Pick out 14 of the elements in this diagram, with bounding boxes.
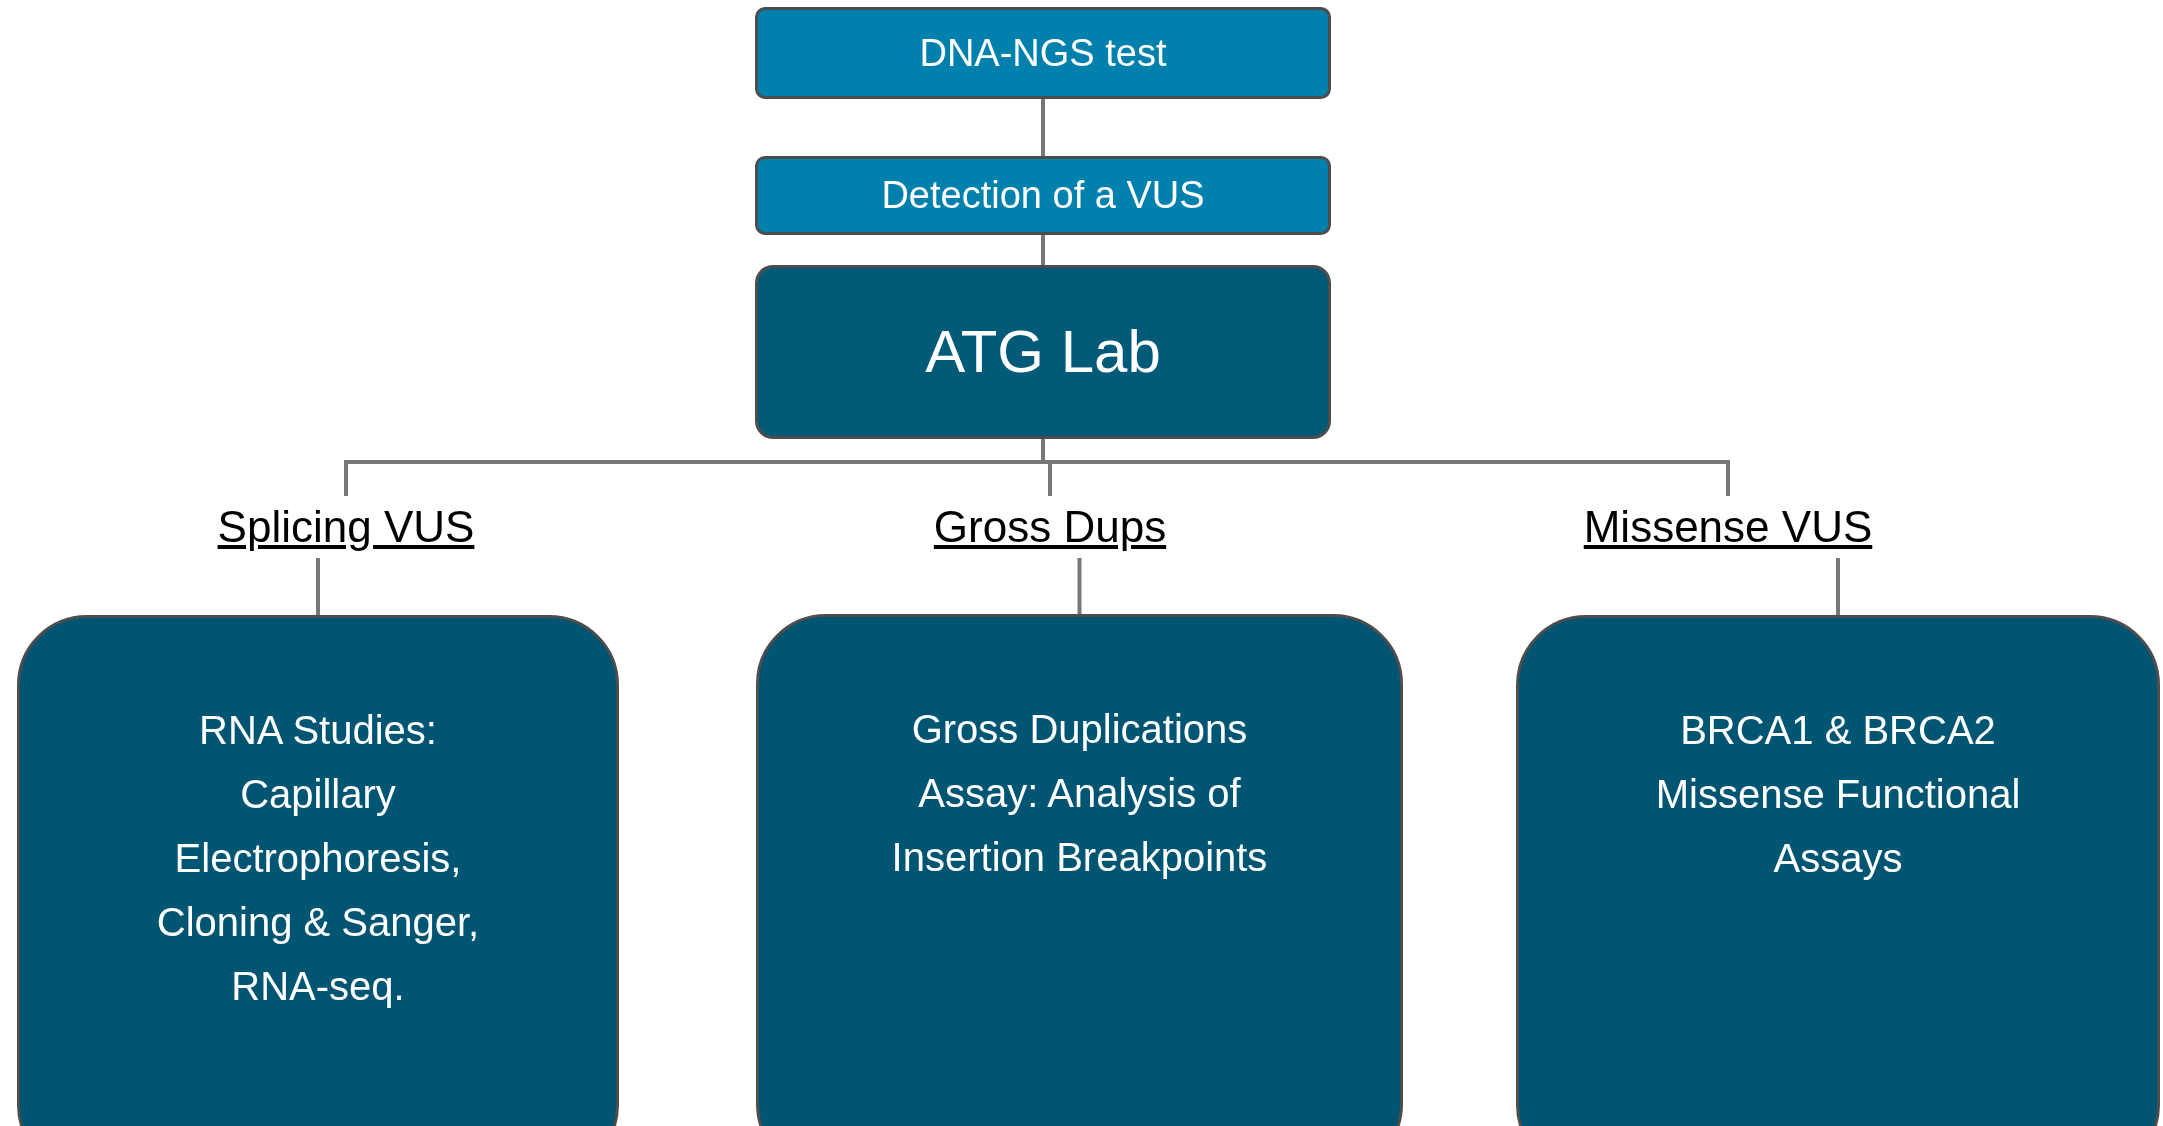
connector-line bbox=[1836, 558, 1840, 615]
method-card: RNA Studies: Capillary Electrophoresis, Cloning & Sanger, RNA-seq. bbox=[17, 615, 619, 1126]
category-heading: Missense VUS bbox=[1528, 496, 1928, 558]
process-box: Detection of a VUS bbox=[755, 156, 1331, 235]
connector-line bbox=[1077, 558, 1082, 614]
method-card: Gross Duplications Assay: Analysis of Insertion Breakpoints bbox=[756, 614, 1403, 1126]
connector-line bbox=[1041, 99, 1045, 156]
category-heading: Splicing VUS bbox=[146, 496, 546, 558]
method-card: BRCA1 & BRCA2 Missense Functional Assays bbox=[1516, 615, 2160, 1126]
process-box: DNA-NGS test bbox=[755, 7, 1331, 99]
connector-line bbox=[316, 558, 320, 615]
process-box: ATG Lab bbox=[755, 265, 1331, 439]
category-heading: Gross Dups bbox=[850, 496, 1250, 558]
connector-line bbox=[1041, 235, 1045, 265]
